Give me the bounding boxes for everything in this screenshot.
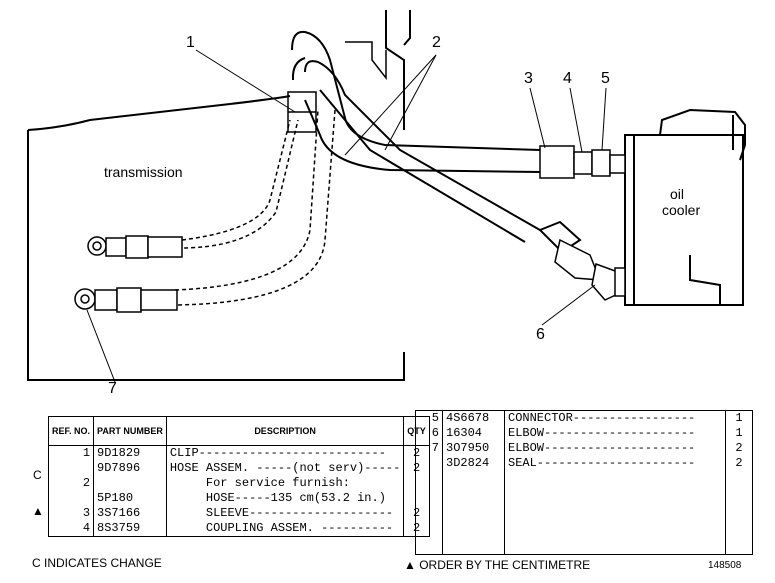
part-cell: 9D1829: [93, 445, 167, 461]
upper-fittings: [539, 145, 626, 179]
ref-cell: 3: [47, 506, 95, 521]
qty-cell: 2: [725, 441, 753, 456]
desc-cell: SLEEVE--------------------: [165, 506, 405, 521]
callout-3: 3: [524, 70, 533, 87]
desc-cell: SEAL----------------------: [504, 456, 726, 471]
clip: [287, 91, 317, 133]
qty-cell: 1: [725, 410, 753, 426]
ref-cell: [47, 461, 95, 476]
part-cell: 16304: [442, 426, 505, 441]
parts-table-left: REF. NO. PART NUMBER DESCRIPTION QTY 1 9…: [47, 416, 430, 537]
parts-table-right: 5 4S6678 CONNECTOR----------------- 1 6 …: [415, 410, 753, 555]
callout-5: 5: [601, 70, 610, 87]
left-hose-ends: [74, 235, 183, 313]
change-marker: C: [33, 468, 42, 482]
desc-cell: CONNECTOR-----------------: [504, 410, 726, 426]
ref-cell: [415, 456, 443, 471]
ref-cell: 5: [415, 410, 443, 426]
lower-fittings: [554, 238, 626, 301]
ref-cell: 2: [47, 476, 95, 491]
table-row: 4 8S3759 COUPLING ASSEM. ---------- 2: [47, 521, 430, 537]
part-cell: 3D2824: [442, 456, 505, 471]
desc-cell: HOSE-----135 cm(53.2 in.): [165, 491, 405, 506]
table-row: 3 3S7166 SLEEVE-------------------- 2: [47, 506, 430, 521]
callout-6: 6: [536, 326, 545, 343]
header-part-number: PART NUMBER: [93, 416, 167, 446]
centimetre-note: ▲ ORDER BY THE CENTIMETRE: [404, 558, 591, 572]
qty-cell: 2: [725, 456, 753, 471]
callout-4: 4: [563, 70, 572, 87]
part-cell: 3S7166: [93, 506, 167, 521]
part-cell: 9D7896: [93, 461, 167, 476]
table-row: 5P180 HOSE-----135 cm(53.2 in.): [47, 491, 430, 506]
desc-cell: COUPLING ASSEM. ----------: [165, 521, 405, 537]
ref-cell: 6: [415, 426, 443, 441]
table-row: 1 9D1829 CLIP-------------------------- …: [47, 445, 430, 461]
table-row: 6 16304 ELBOW--------------------- 1: [415, 426, 753, 441]
table-row: 5 4S6678 CONNECTOR----------------- 1: [415, 410, 753, 426]
callout-7: 7: [108, 380, 117, 397]
part-cell: 3O7950: [442, 441, 505, 456]
oil-cooler-label-2: cooler: [662, 202, 701, 218]
qty-cell: 1: [725, 426, 753, 441]
table-row: 2 For service furnish:: [47, 476, 430, 491]
oil-cooler-label-1: oil: [670, 186, 685, 202]
table-row: 7 3O7950 ELBOW--------------------- 2: [415, 441, 753, 456]
part-cell: [93, 476, 167, 491]
table-filler-row: [415, 471, 753, 555]
figure-number: 148508: [708, 560, 742, 571]
desc-cell: ELBOW---------------------: [504, 426, 726, 441]
table-row: 9D7896 HOSE ASSEM. -----(not serv)----- …: [47, 461, 430, 476]
centimetre-marker: ▲: [32, 504, 44, 518]
transmission-housing: [27, 10, 411, 381]
ref-cell: 7: [415, 441, 443, 456]
transmission-label: transmission: [104, 164, 183, 180]
desc-cell: ELBOW---------------------: [504, 441, 726, 456]
ref-cell: [47, 491, 95, 506]
hidden-hoses: [169, 109, 336, 306]
header-ref-no: REF. NO.: [47, 416, 95, 446]
ref-cell: 4: [47, 521, 95, 537]
header-description: DESCRIPTION: [165, 416, 405, 446]
desc-cell: HOSE ASSEM. -----(not serv)-----: [165, 461, 405, 476]
part-cell: 5P180: [93, 491, 167, 506]
part-cell: 8S3759: [93, 521, 167, 537]
callout-2: 2: [432, 34, 441, 51]
oil-cooler: [624, 108, 746, 306]
hose-lower: [291, 57, 582, 254]
ref-cell: 1: [47, 445, 95, 461]
desc-cell: For service furnish:: [165, 476, 405, 491]
part-cell: 4S6678: [442, 410, 505, 426]
change-note: C INDICATES CHANGE: [32, 556, 162, 570]
bracket-top: [345, 41, 387, 81]
desc-cell: CLIP--------------------------: [165, 445, 405, 461]
leader-lines: [86, 49, 607, 383]
parts-diagram: [27, 10, 746, 383]
callout-1: 1: [186, 34, 195, 51]
table-row: 3D2824 SEAL---------------------- 2: [415, 456, 753, 471]
